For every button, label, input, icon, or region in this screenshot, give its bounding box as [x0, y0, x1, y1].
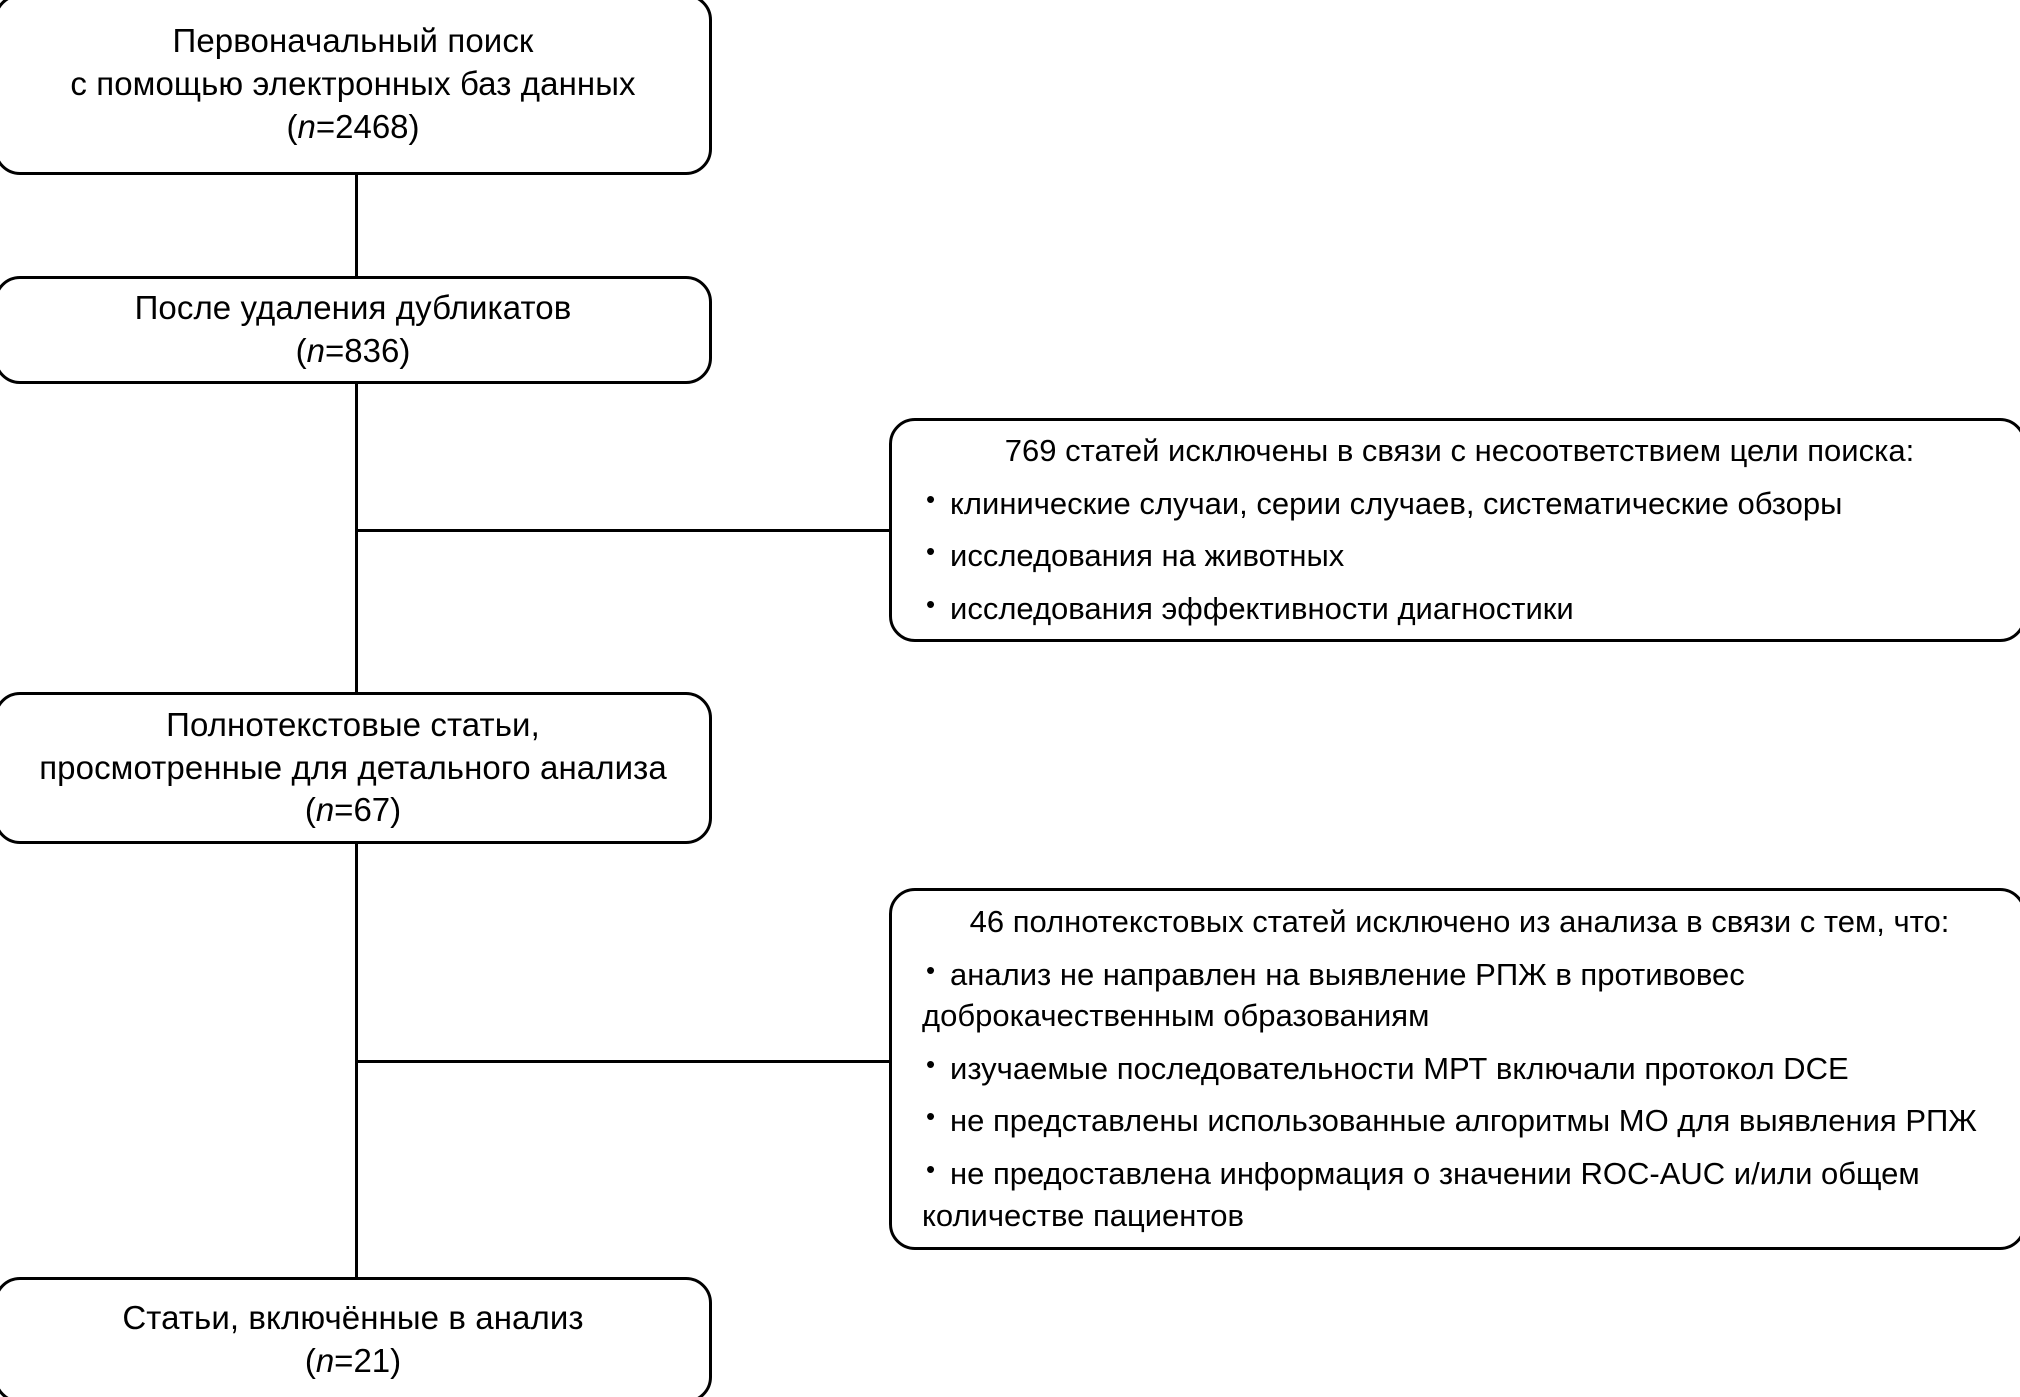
stage-box-initial-search: Первоначальный поиск с помощью электронн…: [0, 0, 712, 175]
exclusion-reason-text: клинические случаи, серии случаев, систе…: [950, 485, 1843, 521]
stage-box-fulltext-reviewed: Полнотекстовые статьи, просмотренные для…: [0, 692, 712, 844]
stage-count: (n=836): [295, 332, 411, 369]
connector-duplicates-to-fulltext: [355, 382, 358, 696]
exclusion-reason-text: исследования на животных: [950, 538, 1345, 574]
list-item: клинические случаи, серии случаев, систе…: [922, 482, 1997, 525]
exclusion-reason-text: анализ не направлен на выявление РПЖ в п…: [950, 956, 1745, 992]
exclusion-heading: 46 полнотекстовых статей исключено из ан…: [969, 903, 1950, 939]
list-item: изучаемые последовательности МРТ включал…: [922, 1047, 1997, 1090]
connector-screening-exclusion: [355, 529, 897, 532]
stage-line: Статьи, включённые в анализ: [122, 1299, 584, 1337]
exclusion-reason-text: изучаемые последовательности МРТ включал…: [950, 1050, 1849, 1086]
stage-line: После удаления дубликатов: [134, 289, 572, 327]
exclusion-reason-text: исследования эффективности диагностики: [950, 590, 1574, 626]
exclusion-box-screening: 769 статей исключены в связи с несоответ…: [889, 418, 2020, 642]
stage-count: (n=21): [304, 1342, 402, 1379]
stage-line: просмотренные для детального анализа: [39, 748, 667, 786]
connector-fulltext-exclusion: [355, 1060, 897, 1063]
stage-line: Первоначальный поиск: [172, 22, 534, 60]
list-item: исследования эффективности диагностики: [922, 587, 1997, 630]
exclusion-reason-continuation: количестве пациентов: [922, 1197, 1244, 1233]
exclusion-heading: 769 статей исключены в связи с несоответ…: [1004, 432, 1915, 468]
list-item: исследования на животных: [922, 534, 1997, 577]
exclusion-reason-list: клинические случаи, серии случаев, систе…: [922, 472, 1997, 630]
stage-count: (n=67): [304, 791, 402, 829]
stage-box-after-duplicates: После удаления дубликатов (n=836): [0, 276, 712, 384]
list-item: анализ не направлен на выявление РПЖ в п…: [922, 953, 1997, 1037]
list-item: не предоставлена информация о значении R…: [922, 1152, 1997, 1236]
exclusion-reason-continuation: доброкачественным образованиям: [922, 998, 1430, 1034]
stage-box-included: Статьи, включённые в анализ (n=21): [0, 1277, 712, 1397]
exclusion-reason-text: не предоставлена информация о значении R…: [950, 1155, 1920, 1191]
list-item: не представлены использованные алгоритмы…: [922, 1099, 1997, 1142]
exclusion-reason-list: анализ не направлен на выявление РПЖ в п…: [922, 943, 1997, 1236]
exclusion-reason-text: не представлены использованные алгоритмы…: [950, 1103, 1977, 1139]
connector-initial-to-duplicates: [355, 175, 358, 279]
stage-line: Полнотекстовые статьи,: [166, 705, 540, 743]
stage-line: с помощью электронных баз данных: [70, 65, 636, 103]
exclusion-box-fulltext: 46 полнотекстовых статей исключено из ан…: [889, 888, 2020, 1250]
stage-count: (n=2468): [286, 107, 420, 145]
